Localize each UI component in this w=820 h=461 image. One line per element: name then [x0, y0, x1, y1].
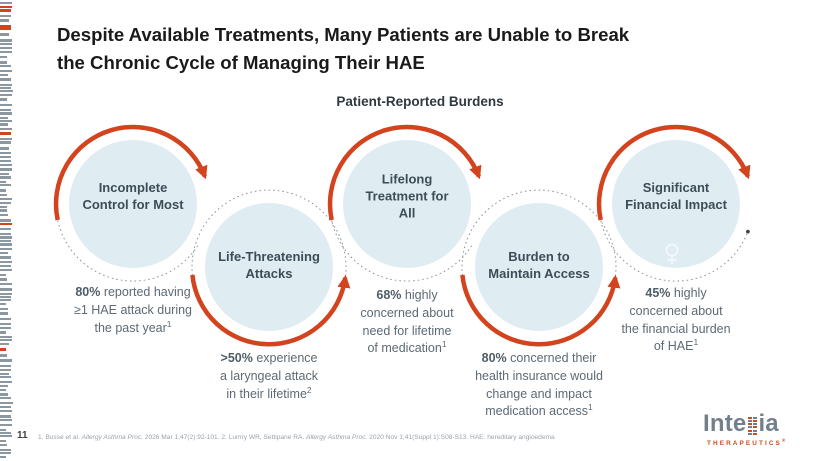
reference-superscript: 1 [441, 339, 447, 350]
cycle-dotted-path-3 [330, 215, 473, 282]
stat-description: highly concerned about the financial bur… [621, 286, 731, 354]
wordmark-left: Inte [703, 410, 747, 437]
cycle-circle-1 [69, 140, 197, 268]
logo-barcode-ll-icon [748, 415, 757, 435]
cycle-stat-4: 80% concerned their health insurance wou… [444, 350, 634, 421]
stat-value: >50% [220, 351, 253, 365]
cycle-end-dot [746, 229, 750, 234]
footnote-ref1-detail: 2026 Mar 1;47(2):92-101. 2. Lumry WR, Se… [142, 434, 307, 441]
reference-superscript: 1 [166, 318, 172, 329]
stat-value: 80% [75, 285, 101, 299]
cycle-arrow-arc-4 [460, 274, 621, 347]
cycle-arrow-arc-3 [327, 124, 482, 221]
cycle-stat-3: 68% highly concerned about need for life… [312, 287, 502, 358]
slide-title: Despite Available Treatments, Many Patie… [57, 24, 630, 73]
cycle-circle-3 [343, 140, 471, 268]
cycle-circle-label-2: Life-Threatening Attacks [218, 249, 320, 281]
stat-description: highly concerned about need for lifetime… [360, 288, 454, 356]
page-number: 11 [17, 430, 28, 441]
cycle-circle-label-4: Burden to Maintain Access [488, 249, 590, 281]
footnote-journal-1: Allergy Asthma Proc. [81, 434, 143, 441]
cycle-dotted-path-5 [599, 215, 749, 282]
footnote: 1. Busse et al. Allergy Asthma Proc. 202… [38, 434, 698, 441]
stat-value: 80% [481, 351, 507, 365]
cycle-circle-5 [612, 140, 740, 268]
cycle-arrow-arc-1 [53, 124, 208, 221]
cycle-circle-label-5: Significant Financial Impact [625, 180, 727, 212]
intellia-wordmark: Inte ia [703, 412, 785, 436]
cycle-circle-4 [475, 203, 603, 331]
tagline-text: THERAPEUTICS [707, 440, 782, 448]
stat-description: reported having ≥1 HAE attack during the… [73, 285, 193, 335]
footnote-journal-2: Allergy Asthma Proc. [306, 434, 368, 441]
stat-description: experience a laryngeal attack in their l… [220, 351, 318, 401]
cycle-circle-label-3: Lifelong Treatment for All [365, 171, 449, 221]
cycle-circle-label-1: Incomplete Control for Most [82, 180, 184, 212]
logo-tagline: THERAPEUTICS® [703, 438, 785, 447]
footnote-ref2-detail: 2020 Nov 1;41(Suppl 1):S08-S13. HAE: her… [367, 434, 555, 441]
cycle-dotted-path-4 [461, 189, 617, 294]
cycle-arrow-arc-5 [596, 124, 751, 221]
cycle-stat-1: 80% reported having ≥1 HAE attack during… [38, 284, 228, 337]
cycle-stat-2: >50% experience a laryngeal attack in th… [174, 350, 364, 403]
cycle-stat-5: 45% highly concerned about the financial… [581, 285, 771, 356]
diagram-heading: Patient-Reported Burdens [336, 94, 504, 109]
reference-superscript: 2 [306, 384, 312, 395]
reference-superscript: 1 [588, 402, 593, 413]
footnote-ref1: 1. Busse et al. [38, 434, 82, 441]
wordmark-right: ia [758, 410, 779, 437]
faint-medical-symbol-watermark [665, 243, 679, 264]
left-genetic-barcode-decoration [0, 0, 14, 461]
cycle-arrow-arc-2 [190, 274, 351, 347]
cycle-dotted-path-2 [191, 189, 347, 294]
intellia-logo: Inte ia THERAPEUTICS® [703, 412, 785, 448]
cycle-dotted-path-1 [56, 215, 199, 282]
reference-superscript: 1 [693, 337, 699, 348]
registered-mark: ® [781, 438, 786, 443]
stat-value: 68% [376, 288, 402, 302]
cycle-circle-2 [205, 203, 333, 331]
stat-description: concerned their health insurance would c… [475, 351, 603, 419]
stat-value: 45% [645, 286, 671, 300]
